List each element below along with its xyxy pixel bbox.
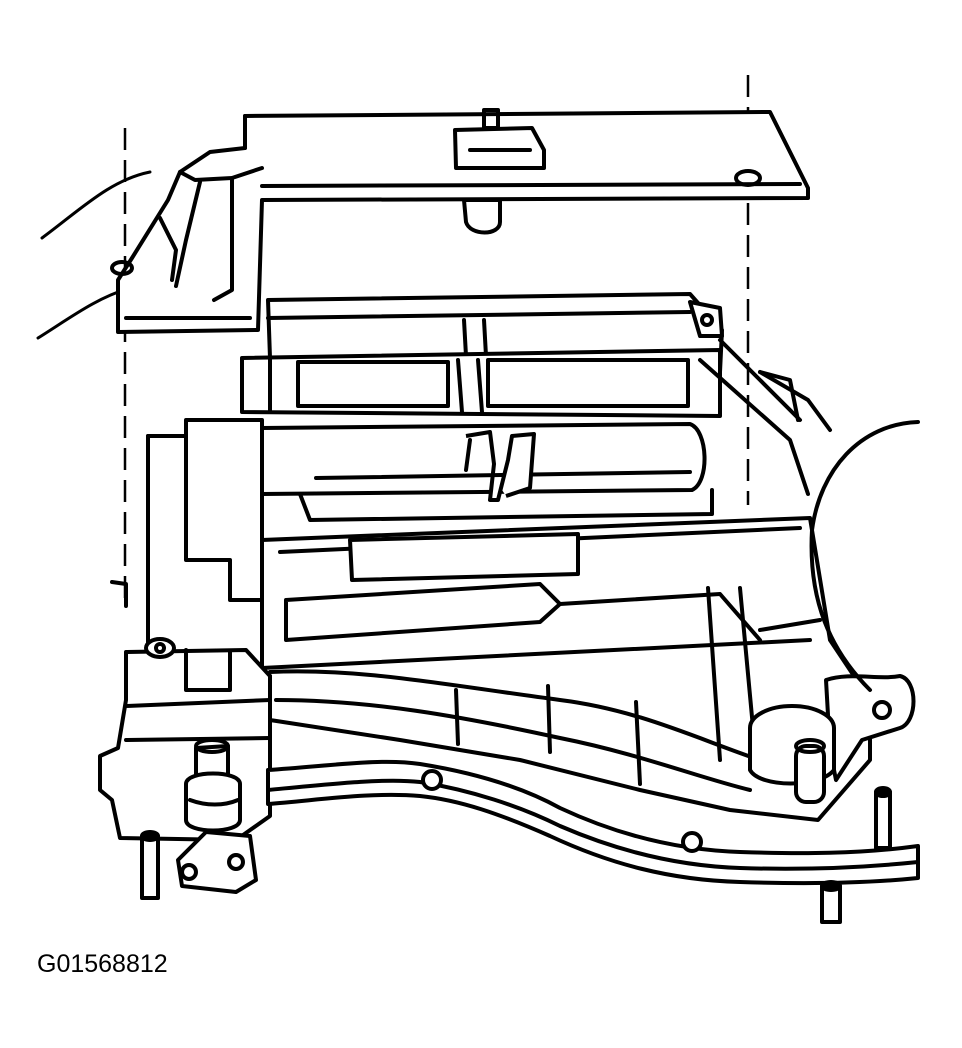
lower-case-body <box>110 418 872 822</box>
upper-cover <box>110 108 810 334</box>
door-frame <box>240 292 810 496</box>
left-mount-bracket <box>98 637 272 900</box>
bottom-flange <box>266 759 920 924</box>
blower-actuator <box>748 674 916 850</box>
blower-housing-edge <box>758 370 920 692</box>
heater-core <box>248 422 714 522</box>
leader-line-upper <box>40 170 152 240</box>
figure-id-label: G01568812 <box>37 950 168 978</box>
